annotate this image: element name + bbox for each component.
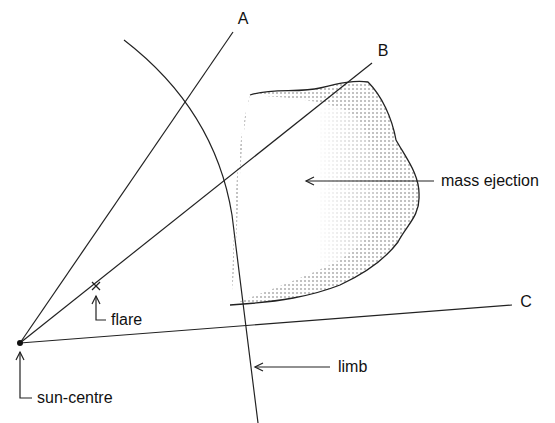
callout-label: mass ejection — [440, 172, 540, 190]
line-letter: A — [237, 10, 250, 28]
line-letter: B — [377, 42, 390, 60]
line-letter: C — [519, 293, 533, 311]
line-a — [20, 32, 233, 343]
mass-ejection — [230, 81, 419, 305]
callout-label: flare — [110, 311, 143, 329]
sun-centre-dot — [17, 340, 23, 346]
flare-cross — [92, 282, 100, 290]
sun-centre-pointer — [16, 352, 32, 398]
line-b — [20, 63, 372, 343]
flare-pointer — [92, 296, 106, 320]
callout-label: limb — [337, 358, 368, 376]
mass-ejection-pointer — [306, 177, 434, 185]
limb-arc — [124, 40, 258, 423]
line-c — [20, 305, 512, 343]
callout-label: sun-centre — [36, 389, 114, 407]
limb-pointer — [255, 363, 330, 371]
